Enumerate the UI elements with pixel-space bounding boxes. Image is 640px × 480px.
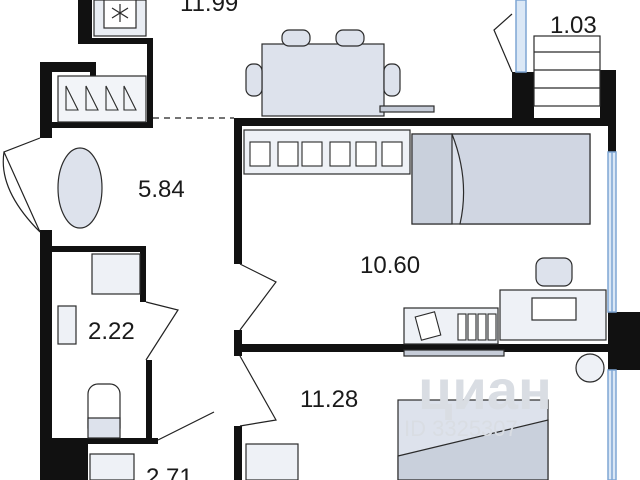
walls [40,0,640,480]
balcony-area-label: 1.03 [550,12,597,39]
wc-area-label: 2.71 [146,464,193,480]
doors [2,13,513,441]
hall-area-label: 5.84 [138,176,185,203]
kitchen-area-label: 11.99 [180,0,239,17]
watermark-id: ID 3325307 [404,416,518,441]
hanger-icons [65,85,137,111]
bedroom-bottom-area-label: 11.28 [300,386,359,413]
windows [515,0,617,480]
shirt-icons [249,141,403,167]
watermark-brand: циан [418,358,552,421]
bedroom-top-area-label: 10.60 [360,252,421,279]
bathroom-area-label: 2.22 [88,318,135,345]
books-icon [414,311,497,341]
snowflake-icon [111,4,129,22]
